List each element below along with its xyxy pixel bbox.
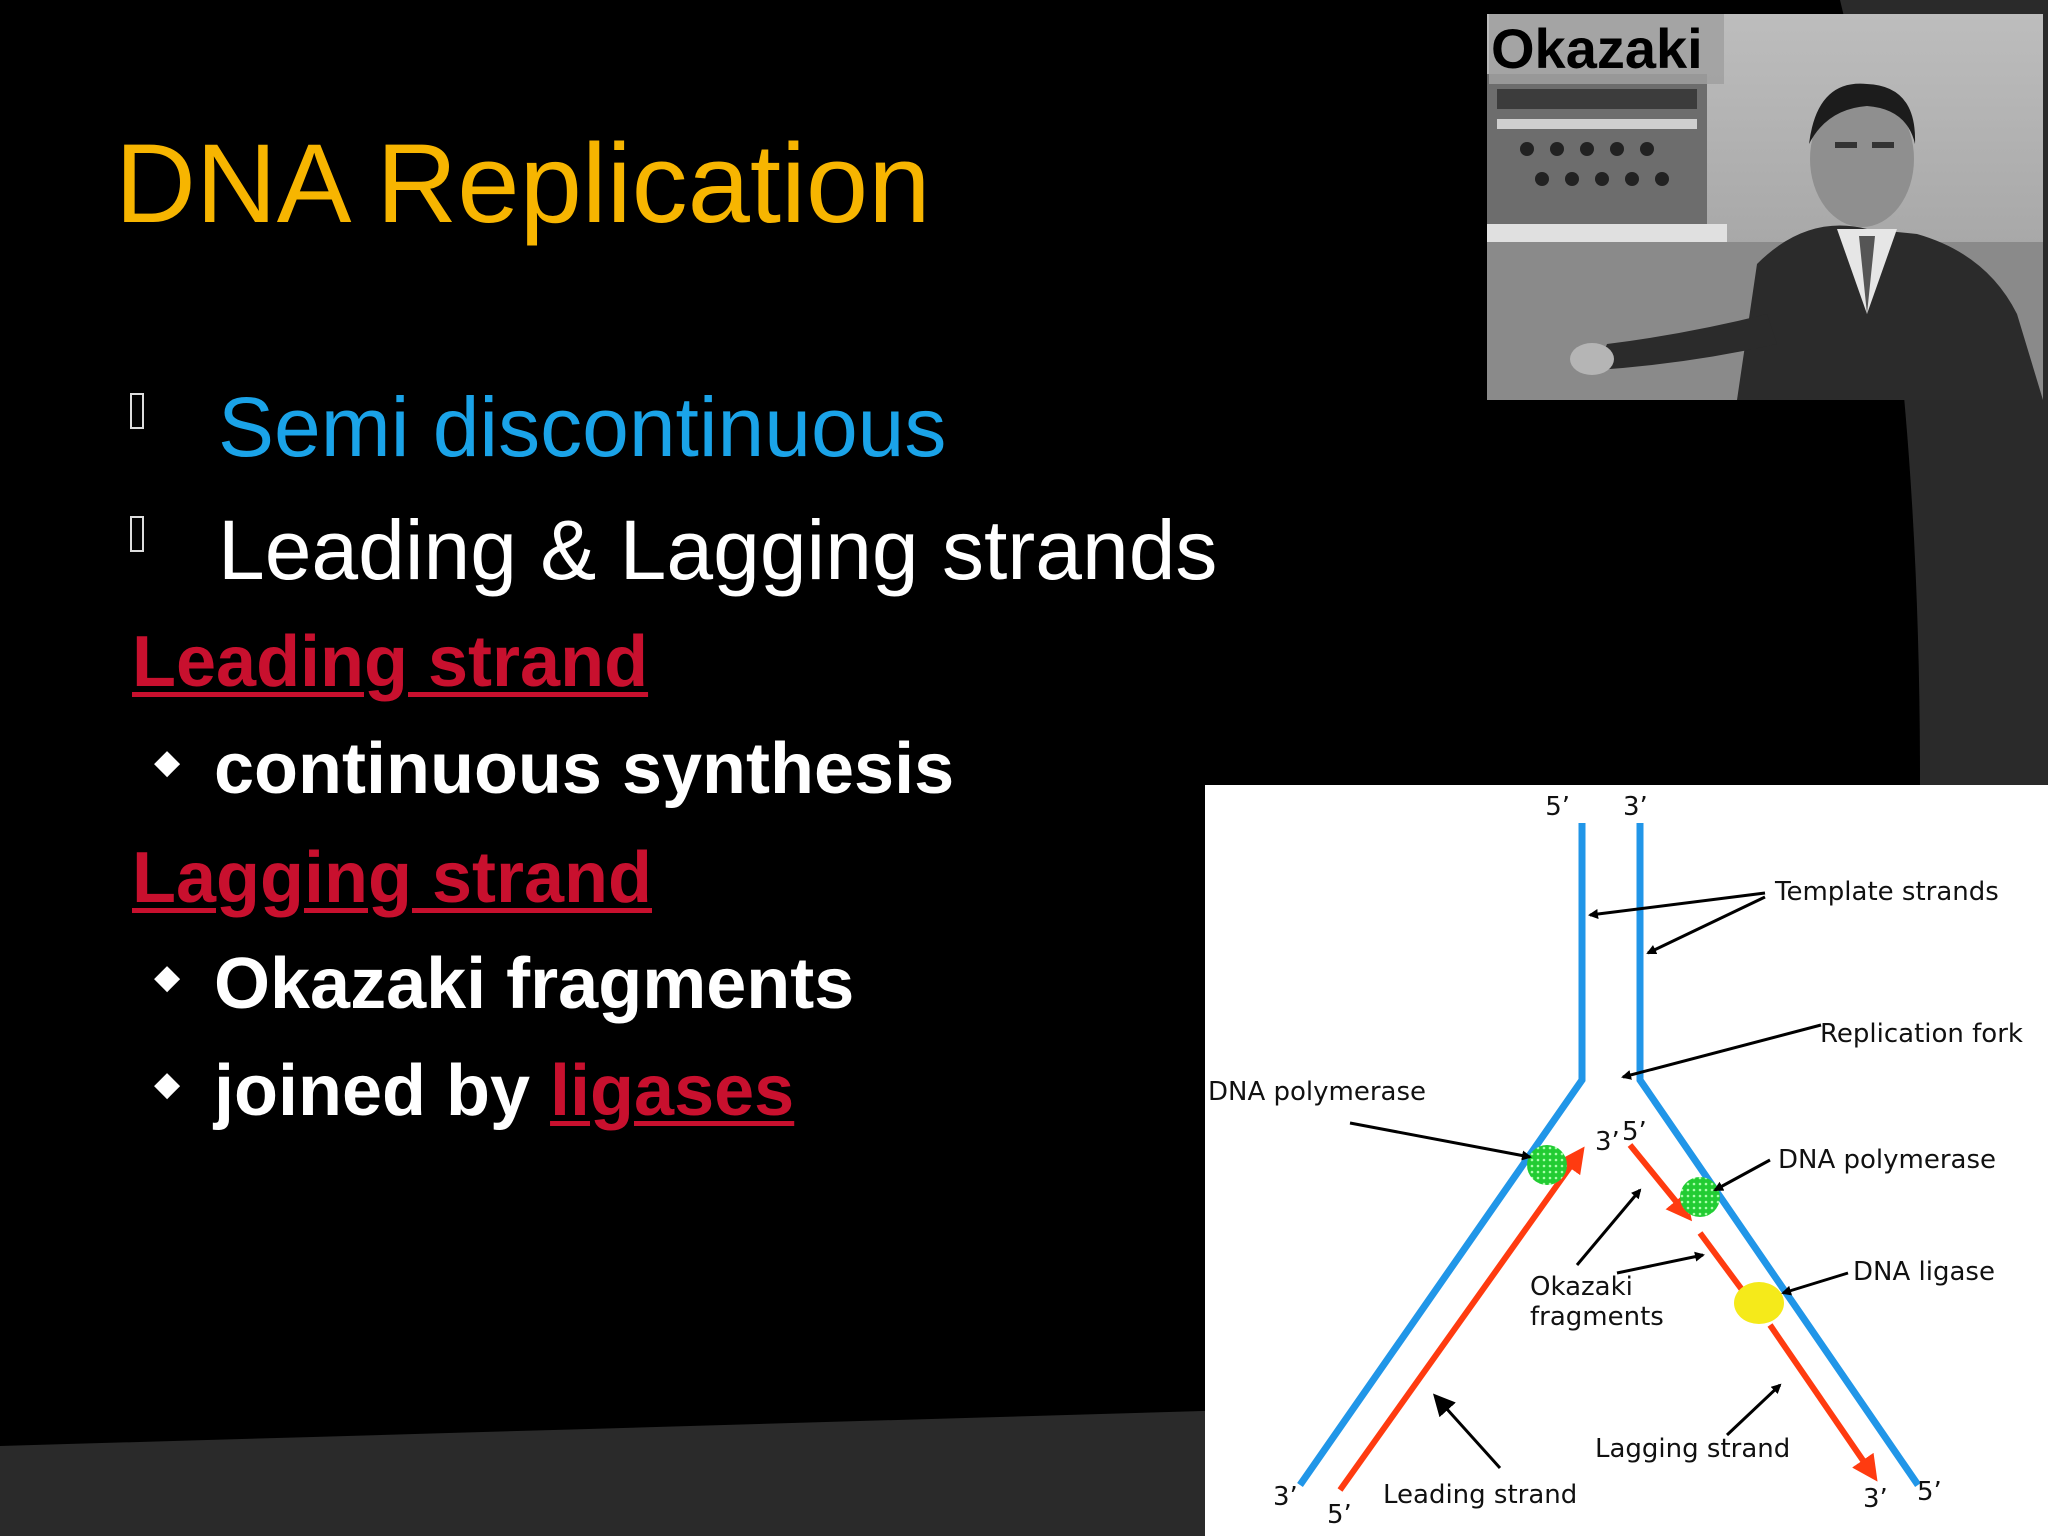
label-leading-strand: Leading strand bbox=[1383, 1480, 1577, 1510]
okazaki-photo-illustration bbox=[1487, 14, 2043, 400]
label-template-strands: Template strands bbox=[1774, 877, 1999, 907]
label-top-5: 5’ bbox=[1545, 792, 1570, 822]
dna-polymerase-left-blob bbox=[1527, 1145, 1567, 1185]
label-okazaki-line1: Okazaki bbox=[1530, 1272, 1633, 1302]
list-item-text: Okazaki fragments bbox=[214, 944, 855, 1024]
label-mid-3: 3’ bbox=[1595, 1127, 1620, 1157]
leading-strand-line bbox=[1337, 1146, 1585, 1492]
diamond-bullet-icon: ◆ bbox=[154, 958, 181, 996]
photo-label: Okazaki bbox=[1489, 14, 1724, 84]
label-top-3: 3’ bbox=[1623, 792, 1648, 822]
label-dna-ligase: DNA ligase bbox=[1853, 1257, 1995, 1287]
okazaki-photo bbox=[1487, 14, 2043, 400]
label-lagging-strand: Lagging strand bbox=[1595, 1434, 1790, 1464]
list-item-text: joined by ligases bbox=[214, 1055, 794, 1127]
bullet-icon bbox=[130, 393, 144, 429]
diamond-bullet-icon: ◆ bbox=[154, 743, 181, 781]
slide-title: DNA Replication bbox=[115, 121, 931, 246]
bullet-text: Semi discontinuous bbox=[218, 380, 947, 474]
dna-ligase-blob bbox=[1734, 1282, 1784, 1324]
label-dna-polymerase-right: DNA polymerase bbox=[1778, 1145, 1996, 1175]
diamond-bullet-icon: ◆ bbox=[154, 1065, 181, 1103]
dna-polymerase-right-blob bbox=[1680, 1177, 1720, 1217]
list-item-text: continuous synthesis bbox=[214, 729, 955, 809]
label-bottom-left-3: 3’ bbox=[1273, 1482, 1298, 1512]
ligases-link[interactable]: ligases bbox=[550, 1051, 795, 1131]
label-mid-5: 5’ bbox=[1622, 1117, 1647, 1147]
label-replication-fork: Replication fork bbox=[1820, 1019, 2023, 1049]
pointer-arrows bbox=[1349, 891, 1849, 1470]
label-bottom-left-5: 5’ bbox=[1327, 1500, 1352, 1530]
replication-fork-diagram: 5’ 3’ Template strands Replication fork … bbox=[1205, 785, 2048, 1536]
label-okazaki-line2: fragments bbox=[1530, 1302, 1664, 1332]
leading-strand-heading[interactable]: Leading strand bbox=[132, 622, 649, 702]
label-bottom-right-5: 5’ bbox=[1917, 1477, 1942, 1507]
label-dna-polymerase-left: DNA polymerase bbox=[1208, 1077, 1426, 1107]
label-bottom-right-3: 3’ bbox=[1863, 1484, 1888, 1514]
bullet-text: Leading & Lagging strands bbox=[218, 503, 1218, 597]
lagging-strand-heading[interactable]: Lagging strand bbox=[132, 838, 652, 918]
joined-prefix: joined by bbox=[214, 1051, 531, 1131]
bullet-icon bbox=[130, 516, 144, 552]
